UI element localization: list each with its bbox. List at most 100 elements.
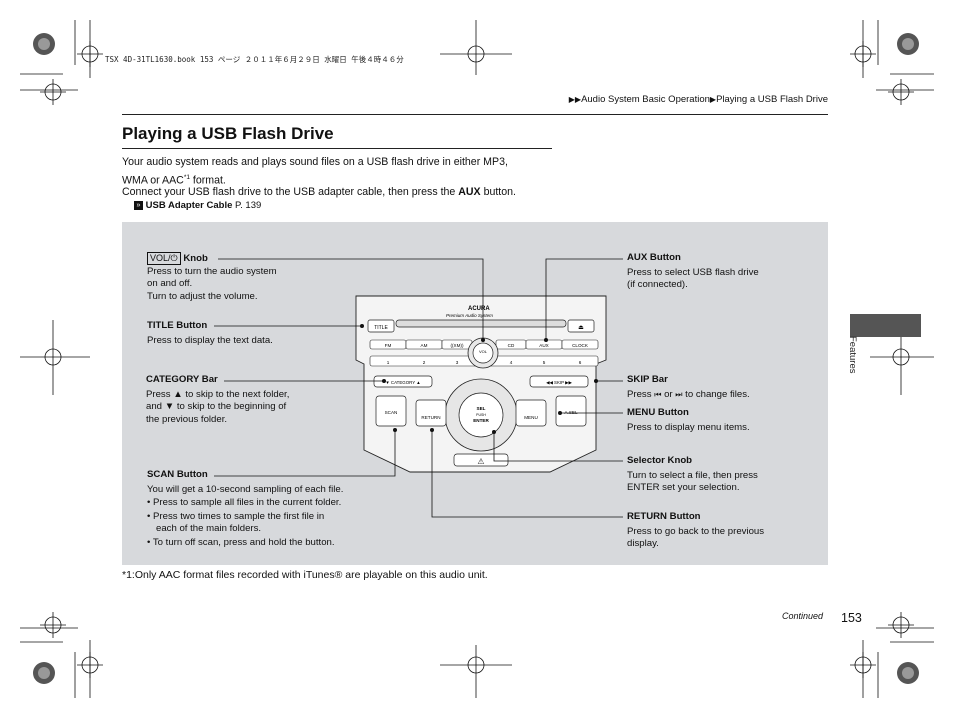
scan-bullet3: To turn off scan, press and hold the but… <box>152 536 335 548</box>
vol-knob-text: VOL <box>479 349 488 354</box>
triangle-down-icon: ▼ <box>164 401 175 412</box>
cd-text: CD <box>508 343 515 348</box>
scan-button-heading: SCAN Button <box>147 469 208 480</box>
section-tab[interactable] <box>850 314 921 337</box>
sel-text: SEL <box>477 406 486 411</box>
footnote: *1:Only AAC format files recorded with i… <box>122 569 488 581</box>
aux-button-heading: AUX Button <box>627 252 681 263</box>
intro-line2-end: format. <box>189 174 226 187</box>
callout-category-bar: CATEGORY Bar Press ▲ to skip to the next… <box>146 374 289 426</box>
page-number: 153 <box>841 611 862 625</box>
category-line2b: to skip to the beginning of <box>174 401 287 412</box>
scan-bullet2b: each of the main folders. <box>156 523 262 534</box>
reference-label: USB Adapter Cable <box>145 200 233 211</box>
title-rule <box>122 148 552 149</box>
audio-unit-drawing: TITLE ⏏ ACURA Premium Audio System FM AM… <box>355 295 607 473</box>
intro-line3: Connect your USB flash drive to the USB … <box>122 185 516 200</box>
vol-knob-line3: Turn to adjust the volume. <box>147 290 258 302</box>
breadcrumb-part2: Playing a USB Flash Drive <box>716 94 828 105</box>
brand-text: ACURA <box>468 306 490 312</box>
hazard-button-shape <box>453 453 509 467</box>
category-bar-text: ▼ CATEGORY ▲ <box>385 380 420 385</box>
preset1-text: 1 <box>387 360 390 365</box>
selector-ring-inner <box>458 392 504 438</box>
return-button-shape <box>415 399 447 427</box>
intro-line3-text: Connect your USB flash drive to the USB … <box>122 186 459 198</box>
title-button-heading: TITLE Button <box>147 320 208 331</box>
title-button-shape <box>367 319 395 333</box>
preset4-text: 4 <box>510 360 513 365</box>
eject-button-shape <box>567 319 595 333</box>
continued-label: Continued <box>782 611 824 621</box>
vol-knob-line2: on and off. <box>147 278 193 289</box>
fm-text: FM <box>385 343 392 348</box>
aux-text: AUX <box>539 343 548 348</box>
return-line2: display. <box>627 538 659 549</box>
menu-button-shape <box>515 399 547 427</box>
return-text: RETURN <box>421 415 440 420</box>
aux-line1: Press to select USB flash drive <box>627 266 759 278</box>
menu-text: MENU <box>524 415 538 420</box>
clock-text: CLOCK <box>572 343 589 348</box>
title-button-text: TITLE <box>374 325 388 331</box>
preset2-text: 2 <box>423 360 426 365</box>
skip-bar-shape <box>529 375 589 388</box>
am-text: AM <box>421 343 428 348</box>
title-button-line1: Press to display the text data. <box>147 334 273 346</box>
intro-line2: WMA or AAC*1 format. <box>122 170 226 189</box>
scan-text: SCAN <box>385 410 398 415</box>
preset3-text: 3 <box>456 360 459 365</box>
enter-text: ENTER <box>473 418 489 423</box>
disc-slot <box>395 319 567 328</box>
skip-forward-icon: ⏭ <box>675 389 683 399</box>
push-text: PUSH <box>476 413 486 417</box>
callout-selector-knob: Selector Knob Turn to select a file, the… <box>627 455 758 495</box>
category-line1a: Press <box>146 388 174 400</box>
menu-line1: Press to display menu items. <box>627 421 750 433</box>
category-line2a: and <box>146 401 165 412</box>
reference-page: P. 139 <box>235 200 262 211</box>
callout-vol-knob: VOL/⏻ Knob Press to turn the audio syste… <box>147 252 277 303</box>
print-header: TSX 4D-31TL1630.book 153 ページ ２０１１年６月２９日 … <box>105 55 404 64</box>
return-line1: Press to go back to the previous <box>627 525 765 537</box>
callout-skip-bar: SKIP Bar Press ⏮ or ⏭ to change files. <box>627 374 750 401</box>
model-text: Premium Audio System <box>446 313 493 318</box>
reference-icon: » <box>134 200 143 210</box>
category-bar-heading: CATEGORY Bar <box>146 374 218 385</box>
callout-scan-button: SCAN Button You will get a 10-second sam… <box>147 469 344 548</box>
skip-line1b: or <box>661 388 676 400</box>
callout-title-button: TITLE Button Press to display the text d… <box>147 320 273 347</box>
callout-menu-button: MENU Button Press to display menu items. <box>627 407 750 434</box>
breadcrumb-part1: Audio System Basic Operation <box>581 94 710 105</box>
triangle-up-icon: ▲ <box>173 388 183 400</box>
page-title: Playing a USB Flash Drive <box>122 124 334 143</box>
vol-knob-heading: Knob <box>183 253 208 264</box>
skip-line1c: to change files. <box>682 388 750 400</box>
callout-aux-button: AUX Button Press to select USB flash dri… <box>627 252 759 292</box>
cross-reference[interactable]: » USB Adapter Cable P. 139 <box>134 200 261 211</box>
scan-bullet1: Press to sample all files in the current… <box>153 497 342 508</box>
clock-button-shape <box>561 339 599 350</box>
scan-button-shape <box>375 395 407 427</box>
arrow-icon: ▶ <box>709 95 717 104</box>
asel-button-shape <box>555 395 587 427</box>
selector-knob-heading: Selector Knob <box>627 455 693 466</box>
intro-line2-text: WMA or AAC <box>122 174 184 187</box>
preset5-text: 5 <box>543 360 546 365</box>
hazard-icon: ⚠ <box>477 457 484 466</box>
double-arrow-icon: ▶▶ <box>568 95 582 104</box>
selector-line1: Turn to select a file, then press <box>627 469 758 481</box>
category-bar-shape <box>373 375 433 388</box>
category-line3: the previous folder. <box>146 413 228 425</box>
selector-line2: ENTER set your selection. <box>627 482 740 493</box>
header-rule <box>122 114 828 115</box>
eject-icon: ⏏ <box>578 325 584 331</box>
breadcrumb: ▶▶Audio System Basic Operation▶Playing a… <box>569 94 828 105</box>
aux-line2: (if connected). <box>627 279 688 290</box>
aux-bold: AUX <box>458 186 481 198</box>
skip-back-icon: ⏮ <box>654 389 662 399</box>
scan-line1: You will get a 10-second sampling of eac… <box>147 483 344 495</box>
intro-line3-end: button. <box>480 186 516 198</box>
menu-button-heading: MENU Button <box>627 407 689 418</box>
